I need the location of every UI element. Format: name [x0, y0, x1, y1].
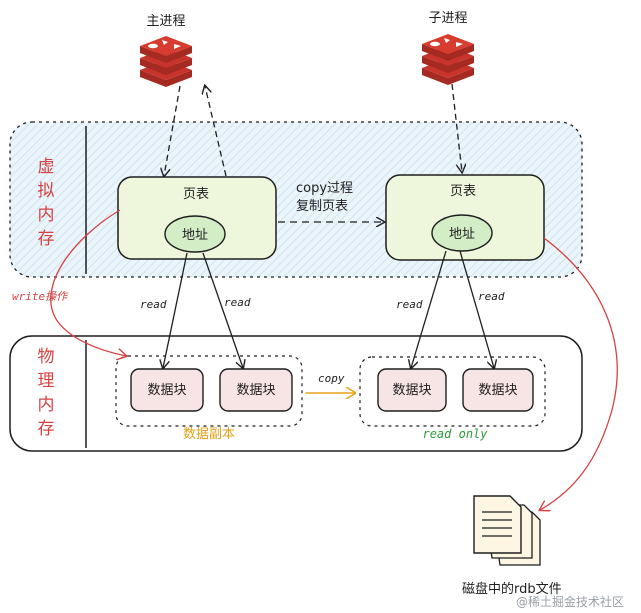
read-label-4: read	[478, 290, 505, 303]
disk-write-arrow	[540, 237, 618, 510]
redis-logo-icon	[422, 34, 474, 85]
redis-logo-icon	[140, 36, 192, 87]
read-only-group: 数据块 数据块 read only	[359, 356, 546, 441]
physical-memory-char-4: 存	[38, 419, 55, 439]
child-process: 子进程	[422, 11, 474, 85]
read-arrows: read read read read	[140, 250, 505, 368]
read-label-2: read	[224, 296, 251, 309]
data-block-label-3: 数据块	[392, 383, 431, 398]
data-copy-label: 数据副本	[183, 427, 235, 442]
child-address-label: 地址	[449, 227, 475, 242]
main-process-label: 主进程	[146, 14, 185, 29]
watermark: @稀土掘金技术社区	[516, 594, 624, 609]
write-operation-label: write操作	[12, 290, 69, 303]
data-block-label-2: 数据块	[236, 383, 275, 398]
virtual-memory-char-1: 虚	[38, 157, 55, 177]
main-page-table-label: 页表	[183, 187, 209, 202]
physical-memory-char-2: 理	[38, 371, 55, 391]
main-process: 主进程	[140, 14, 192, 87]
process-page-table-links	[164, 84, 462, 176]
main-address-label: 地址	[182, 228, 208, 243]
data-block-label-4: 数据块	[478, 383, 517, 398]
copy-label: copy	[318, 372, 345, 385]
copy-data-arrow: copy	[305, 372, 354, 393]
rdb-file-label: 磁盘中的rdb文件	[462, 581, 562, 597]
child-process-label: 子进程	[428, 11, 467, 26]
physical-memory-region: 物 理 内 存	[9, 335, 583, 452]
child-page-table: 页表 地址	[385, 174, 545, 261]
write-operation-arrow: write操作	[12, 209, 126, 356]
physical-memory-char-1: 物	[38, 347, 55, 367]
physical-memory-char-3: 内	[38, 395, 55, 415]
data-block-label-1: 数据块	[147, 383, 186, 398]
rdb-file-icon	[473, 495, 541, 566]
read-only-label: read only	[422, 427, 488, 441]
copy-page-table-label: 复制页表	[296, 199, 348, 214]
child-page-table-label: 页表	[450, 184, 476, 199]
copy-page-table-arrow: copy过程 复制页表	[278, 181, 384, 222]
main-page-table: 页表 地址	[117, 176, 277, 260]
read-label-1: read	[140, 298, 167, 311]
virtual-memory-char-2: 拟	[38, 181, 55, 201]
read-label-3: read	[396, 298, 423, 311]
virtual-memory-char-3: 内	[38, 205, 55, 225]
virtual-memory-char-4: 存	[38, 229, 55, 249]
data-copy-group: 数据块 数据块 数据副本	[115, 355, 303, 442]
copy-process-label: copy过程	[296, 181, 353, 196]
